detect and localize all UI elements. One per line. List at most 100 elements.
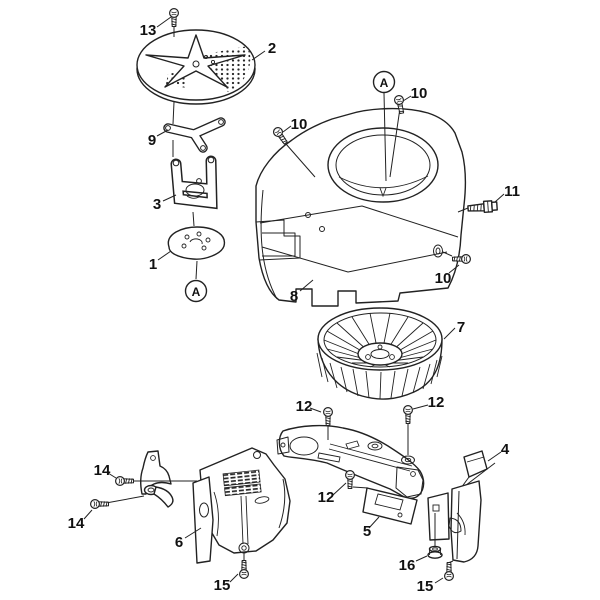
- grommet-hole: [404, 457, 412, 463]
- plate1-hole: [181, 243, 187, 249]
- fan-rivet: [210, 59, 216, 65]
- flange-slot: [374, 493, 404, 511]
- baffle-left-tab: [276, 436, 290, 455]
- plate1-outline: [167, 226, 226, 260]
- screw-15-center: [239, 559, 249, 580]
- baffle-slot: [317, 452, 341, 463]
- shroud-slot: [254, 496, 270, 504]
- plate1-hole: [205, 237, 211, 243]
- axis-lines: [172, 22, 387, 280]
- callout-7: 7: [457, 319, 465, 336]
- bolt-11: [467, 200, 498, 214]
- callout-11: 11: [504, 183, 520, 200]
- bracket3-boss: [185, 183, 205, 197]
- leader-14-lower: [83, 495, 145, 520]
- housing-hole: [319, 226, 325, 232]
- shroud-flange: [192, 476, 214, 564]
- fan-hub-hole: [192, 60, 200, 68]
- baffle-tab-hole: [280, 442, 286, 448]
- part-3-bracket: [170, 155, 218, 210]
- housing-hole: [305, 212, 311, 218]
- cover-fold: [456, 490, 460, 560]
- callout-16: 16: [399, 557, 416, 574]
- callout-12-left: 12: [296, 398, 313, 415]
- nut-bore: [432, 547, 438, 551]
- callout-15-right: 15: [417, 578, 434, 595]
- grommet-hole: [371, 443, 379, 449]
- hub-bolt-hole: [377, 344, 383, 350]
- leader-6: [184, 527, 202, 539]
- callout-9: 9: [148, 132, 156, 149]
- leader-12-mid: [332, 482, 369, 496]
- part-9-bracket: [163, 117, 226, 153]
- housing-left-band: [260, 189, 278, 300]
- plate1-hole: [201, 245, 207, 251]
- flywheel-fins: [316, 352, 443, 400]
- cover-cutout: [448, 517, 462, 534]
- leader-10-top: [389, 95, 412, 178]
- part-5-baffle-plate: [276, 424, 425, 525]
- leader-9: [156, 129, 169, 137]
- callout-5: 5: [363, 523, 371, 540]
- callout-1: 1: [149, 256, 157, 273]
- bracket3-slot: [186, 195, 200, 199]
- flywheel-blades: [323, 312, 437, 368]
- callout-10-left: 10: [291, 116, 308, 133]
- callout-13: 13: [140, 22, 157, 39]
- fan-rivet: [203, 54, 209, 60]
- baffle-lobe: [395, 466, 424, 498]
- screw-boss-hole: [435, 247, 441, 255]
- axis-3-to-1: [192, 211, 195, 227]
- housing-crease: [261, 246, 448, 273]
- flange-oval-hole: [199, 502, 209, 518]
- bracket14-hole: [150, 455, 156, 461]
- opening-chord: [338, 175, 429, 189]
- bolt-threads: [469, 204, 482, 212]
- ref-marker-A-top: A: [372, 70, 396, 94]
- leader-2: [251, 50, 266, 61]
- housing-left-notch: [262, 232, 296, 257]
- bracket14-fin: [153, 486, 174, 508]
- shroud-body: [199, 447, 291, 554]
- lobe-hole: [410, 471, 416, 477]
- bracket14-boss-hole: [147, 487, 155, 493]
- grommet: [367, 441, 383, 451]
- flywheel-hub-bore: [370, 349, 390, 359]
- ref-letter: A: [380, 76, 389, 90]
- bracket3-hole: [207, 156, 215, 164]
- callout-15-center: 15: [214, 577, 231, 594]
- callout-2: 2: [268, 40, 276, 57]
- bracket-hole: [218, 119, 224, 125]
- callout-6: 6: [175, 534, 183, 551]
- leader-lines: [83, 16, 505, 584]
- callout-12-mid: 12: [318, 489, 335, 506]
- callout-10-top: 10: [411, 85, 428, 102]
- cover-slash: [456, 512, 466, 536]
- fasteners: [91, 8, 498, 582]
- leader-3: [162, 194, 177, 202]
- bracket3-inner: [172, 157, 217, 208]
- grommet: [401, 455, 415, 465]
- plate1-hole: [184, 234, 190, 240]
- leader-14-upper: [107, 472, 197, 482]
- leader-8: [299, 279, 314, 292]
- nut-top: [428, 545, 442, 553]
- shroud-top-hole: [253, 451, 261, 459]
- screw-15-right: [444, 561, 454, 582]
- part-8-blower-housing: [255, 107, 467, 307]
- callout-10-right: 10: [435, 270, 452, 287]
- shroud-rod: [240, 495, 249, 545]
- leader-10-left: [282, 125, 316, 178]
- bolt-collar: [490, 201, 498, 211]
- leader-12-right: [407, 404, 429, 455]
- nut-16: [427, 545, 443, 559]
- bracket3-hole: [172, 159, 180, 167]
- leader-4: [487, 451, 502, 462]
- callout-4: 4: [501, 441, 510, 458]
- leader-16: [415, 513, 436, 562]
- label-band: [222, 469, 261, 487]
- leader-13: [156, 16, 172, 28]
- hub-bolt-hole: [365, 354, 371, 360]
- bracket3-hole: [196, 178, 202, 184]
- screw-boss: [433, 244, 443, 258]
